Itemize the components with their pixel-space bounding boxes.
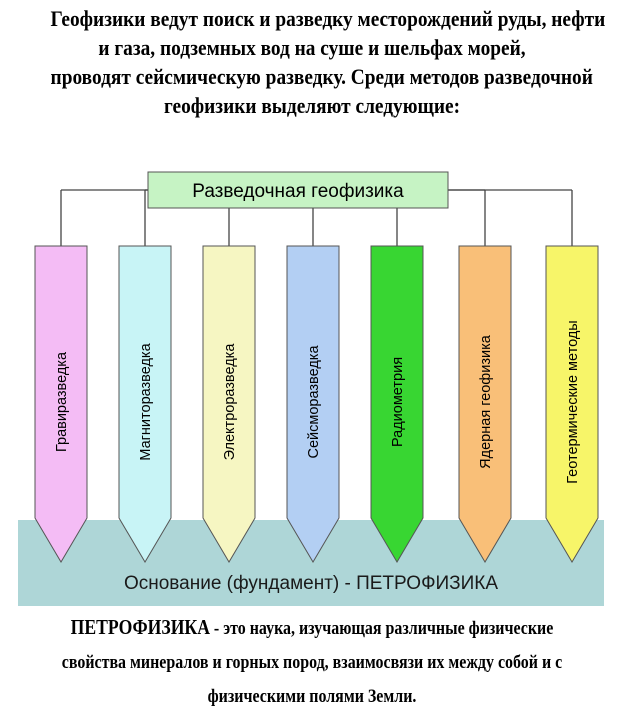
method-columns: Гравиразведка Магниторазведка Электроразве… [34,245,599,563]
definition-line1-rest: - это наука, изучающая различные физичес… [209,618,554,639]
method-column-shape [34,245,88,563]
intro-text: Геофизики ведут поиск и разведку месторо… [50,4,606,120]
method-label: Гравиразведка [54,351,70,452]
method-column-shape [286,245,340,563]
header-rect [147,171,449,209]
method-column-shape [202,245,256,563]
intro-line: Геофизики ведут поиск и разведку месторо… [50,6,606,31]
method-column: Магниторазведка [118,245,172,563]
connector-lines [60,189,573,246]
intro-line: геофизики выделяют следующие: [163,93,461,118]
method-column: Гравиразведка [34,245,88,563]
method-column: Сейсморазведка [286,245,340,563]
base-label: Основание (фундамент) - ПЕТРОФИЗИКА [124,573,498,594]
intro-line: и газа, подземных вод на суше и шельфах … [98,35,526,60]
header-box: Разведочная геофизика [147,171,449,209]
header-label: Разведочная геофизика [192,181,404,202]
method-column-shape [118,245,172,563]
method-column-shape [545,245,599,563]
method-column: Электроразведка [202,245,256,563]
method-column-shape [458,245,512,563]
method-column: Радиометрия [370,245,424,563]
method-column: Ядерная геофизика [458,245,512,563]
definition-line: физическими полями Земли. [207,686,417,707]
method-column-shape [370,245,424,563]
method-label: Электроразведка [222,343,238,461]
method-label: Магниторазведка [138,342,154,460]
method-label: Ядерная геофизика [478,334,494,469]
method-column: Геотермические методы [545,245,599,563]
definition-text: ПЕТРОФИЗИКА - это наука, изучающая разли… [53,610,570,714]
method-label: Сейсморазведка [306,345,322,459]
intro-line: проводят сейсмическую разведку. Среди ме… [50,64,593,89]
method-label: Геотермические методы [565,320,581,483]
definition-term: ПЕТРОФИЗИКА [70,615,210,639]
definition-line: свойства минералов и горных пород, взаим… [61,652,563,673]
definition-line: ПЕТРОФИЗИКА - это наука, изучающая разли… [53,610,570,646]
method-label: Радиометрия [390,357,406,447]
